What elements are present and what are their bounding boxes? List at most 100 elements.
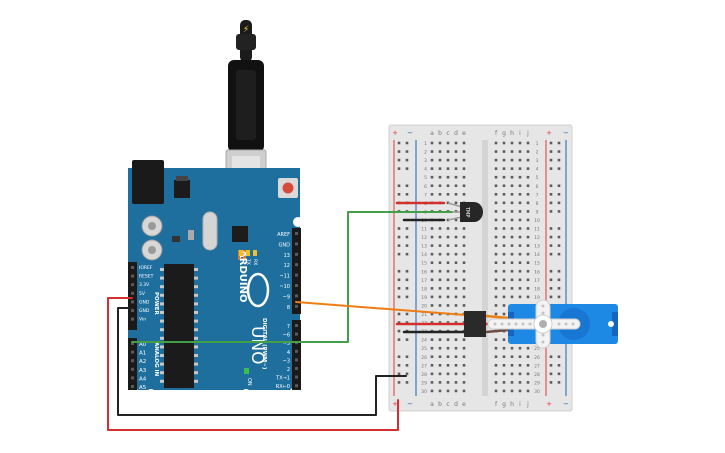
breadboard-hole[interactable] xyxy=(518,295,522,299)
rail-hole[interactable] xyxy=(557,287,561,290)
header-hole[interactable] xyxy=(295,273,298,277)
breadboard-hole[interactable] xyxy=(438,261,442,264)
breadboard-hole[interactable] xyxy=(502,389,506,393)
breadboard-hole[interactable] xyxy=(502,141,506,145)
breadboard-hole[interactable] xyxy=(526,364,530,367)
red-5v-wire[interactable] xyxy=(107,297,399,431)
breadboard-hole[interactable] xyxy=(430,252,434,256)
breadboard-hole[interactable] xyxy=(446,278,450,282)
rail-hole[interactable] xyxy=(405,158,409,162)
breadboard-hole[interactable] xyxy=(446,287,450,290)
rail-hole[interactable] xyxy=(557,278,561,282)
breadboard-hole[interactable] xyxy=(494,150,498,153)
breadboard-hole[interactable] xyxy=(430,372,434,376)
breadboard-hole[interactable] xyxy=(502,167,506,170)
breadboard-hole[interactable] xyxy=(518,167,522,170)
rail-hole[interactable] xyxy=(397,141,401,145)
breadboard-hole[interactable] xyxy=(510,235,514,239)
breadboard-hole[interactable] xyxy=(502,269,506,273)
header-hole[interactable] xyxy=(131,359,134,363)
header-hole[interactable] xyxy=(131,309,134,312)
breadboard-hole[interactable] xyxy=(526,141,530,145)
rail-hole[interactable] xyxy=(405,312,409,316)
breadboard-hole[interactable] xyxy=(518,287,522,290)
breadboard-hole[interactable] xyxy=(454,381,458,384)
breadboard-hole[interactable] xyxy=(462,269,466,273)
breadboard-hole[interactable] xyxy=(510,244,514,247)
breadboard-hole[interactable] xyxy=(454,261,458,264)
breadboard-hole[interactable] xyxy=(510,193,514,196)
rail-hole[interactable] xyxy=(397,312,401,316)
rail-hole[interactable] xyxy=(405,372,409,376)
breadboard-hole[interactable] xyxy=(438,338,442,341)
rail-hole[interactable] xyxy=(397,235,401,239)
breadboard-hole[interactable] xyxy=(438,244,442,247)
breadboard-hole[interactable] xyxy=(454,227,458,230)
rail-hole[interactable] xyxy=(549,158,553,162)
rail-hole[interactable] xyxy=(549,372,553,376)
breadboard-hole[interactable] xyxy=(462,184,466,188)
breadboard-hole[interactable] xyxy=(526,201,530,205)
breadboard-hole[interactable] xyxy=(430,381,434,384)
rail-hole[interactable] xyxy=(557,372,561,376)
breadboard-hole[interactable] xyxy=(526,261,530,264)
breadboard-hole[interactable] xyxy=(526,252,530,256)
rail-hole[interactable] xyxy=(557,141,561,145)
breadboard-hole[interactable] xyxy=(454,218,458,222)
breadboard-hole[interactable] xyxy=(526,355,530,359)
breadboard-hole[interactable] xyxy=(454,252,458,256)
breadboard-hole[interactable] xyxy=(526,210,530,213)
breadboard-hole[interactable] xyxy=(494,193,498,196)
breadboard-hole[interactable] xyxy=(510,150,514,153)
rail-hole[interactable] xyxy=(405,184,409,188)
breadboard-hole[interactable] xyxy=(454,150,458,153)
breadboard-hole[interactable] xyxy=(494,338,498,341)
header-hole[interactable] xyxy=(295,384,298,388)
breadboard-hole[interactable] xyxy=(446,261,450,264)
rail-hole[interactable] xyxy=(549,193,553,196)
breadboard-hole[interactable] xyxy=(502,312,506,316)
rail-hole[interactable] xyxy=(405,252,409,256)
rail-hole[interactable] xyxy=(549,278,553,282)
breadboard-hole[interactable] xyxy=(510,269,514,273)
header-hole[interactable] xyxy=(131,291,134,295)
rail-hole[interactable] xyxy=(397,184,401,188)
breadboard-hole[interactable] xyxy=(502,175,506,179)
breadboard-hole[interactable] xyxy=(446,235,450,239)
breadboard-hole[interactable] xyxy=(446,269,450,273)
breadboard-hole[interactable] xyxy=(494,244,498,247)
breadboard-hole[interactable] xyxy=(446,338,450,341)
breadboard-hole[interactable] xyxy=(454,287,458,290)
breadboard-hole[interactable] xyxy=(430,175,434,179)
rail-hole[interactable] xyxy=(405,141,409,145)
breadboard-hole[interactable] xyxy=(438,269,442,273)
breadboard-hole[interactable] xyxy=(510,372,514,376)
breadboard-hole[interactable] xyxy=(526,389,530,393)
breadboard-hole[interactable] xyxy=(454,295,458,299)
header-hole[interactable] xyxy=(131,283,134,287)
breadboard-hole[interactable] xyxy=(446,295,450,299)
breadboard-hole[interactable] xyxy=(518,184,522,188)
rail-hole[interactable] xyxy=(397,227,401,230)
rail-hole[interactable] xyxy=(405,193,409,196)
breadboard-hole[interactable] xyxy=(430,167,434,170)
breadboard-hole[interactable] xyxy=(430,304,434,307)
breadboard-hole[interactable] xyxy=(502,252,506,256)
breadboard-hole[interactable] xyxy=(446,389,450,393)
breadboard-hole[interactable] xyxy=(430,227,434,230)
header-hole[interactable] xyxy=(131,266,134,269)
breadboard-hole[interactable] xyxy=(518,261,522,264)
breadboard-hole[interactable] xyxy=(510,141,514,145)
breadboard-hole[interactable] xyxy=(518,372,522,376)
breadboard-hole[interactable] xyxy=(526,158,530,162)
breadboard-hole[interactable] xyxy=(454,346,458,350)
rail-hole[interactable] xyxy=(549,167,553,170)
breadboard-hole[interactable] xyxy=(446,252,450,256)
breadboard-hole[interactable] xyxy=(430,269,434,273)
breadboard-hole[interactable] xyxy=(454,158,458,162)
breadboard-hole[interactable] xyxy=(462,372,466,376)
breadboard-hole[interactable] xyxy=(502,381,506,384)
breadboard-hole[interactable] xyxy=(494,312,498,316)
breadboard-hole[interactable] xyxy=(502,355,506,359)
breadboard-hole[interactable] xyxy=(462,227,466,230)
